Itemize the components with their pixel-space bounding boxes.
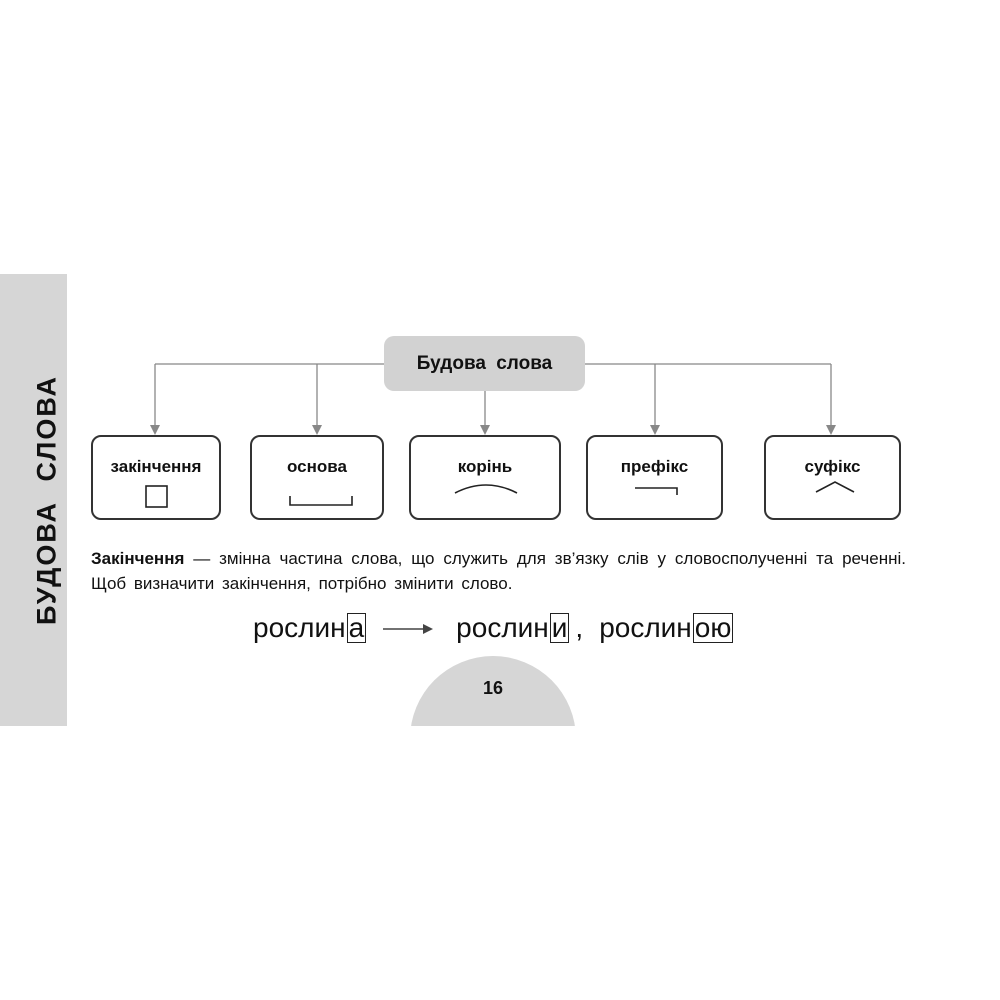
definition-term: Закінчення: [91, 549, 185, 568]
suffix-caret-icon: [815, 481, 855, 493]
side-band: [0, 274, 67, 726]
node-osnova: основа: [250, 435, 384, 520]
word-stem: рослин: [456, 612, 549, 643]
page-number: 16: [482, 678, 504, 698]
word-ending: и: [549, 612, 570, 643]
node-label: закінчення: [110, 457, 202, 476]
root-arc-icon: [454, 484, 518, 494]
word-ending: ою: [692, 612, 734, 643]
node-label: основа: [287, 457, 347, 476]
node-label: корінь: [457, 457, 513, 476]
root-label: Будова слова: [416, 352, 553, 374]
word-stem: рослин: [253, 612, 346, 643]
definition-paragraph: Закінчення — змінна частина слова, що сл…: [91, 546, 906, 596]
node-korin: корінь: [409, 435, 561, 520]
word-stem: рослин: [599, 612, 692, 643]
node-sufiks: суфікс: [764, 435, 901, 520]
word-ending: а: [346, 612, 367, 643]
node-label: префікс: [620, 457, 689, 476]
ending-box-icon: [145, 485, 168, 508]
node-zakinchennia: закінчення: [91, 435, 221, 520]
node-label: суфікс: [804, 457, 861, 476]
arrow-right-icon: [382, 612, 434, 644]
definition-text: — змінна частина слова, що служить для з…: [91, 549, 906, 593]
page-bottom-edge: [0, 726, 1000, 1000]
word-separator: ,: [575, 612, 584, 643]
node-prefiks: префікс: [586, 435, 723, 520]
prefix-corner-icon: [635, 487, 678, 495]
root-node: Будова слова: [384, 336, 585, 391]
stem-bracket-icon: [289, 496, 353, 506]
